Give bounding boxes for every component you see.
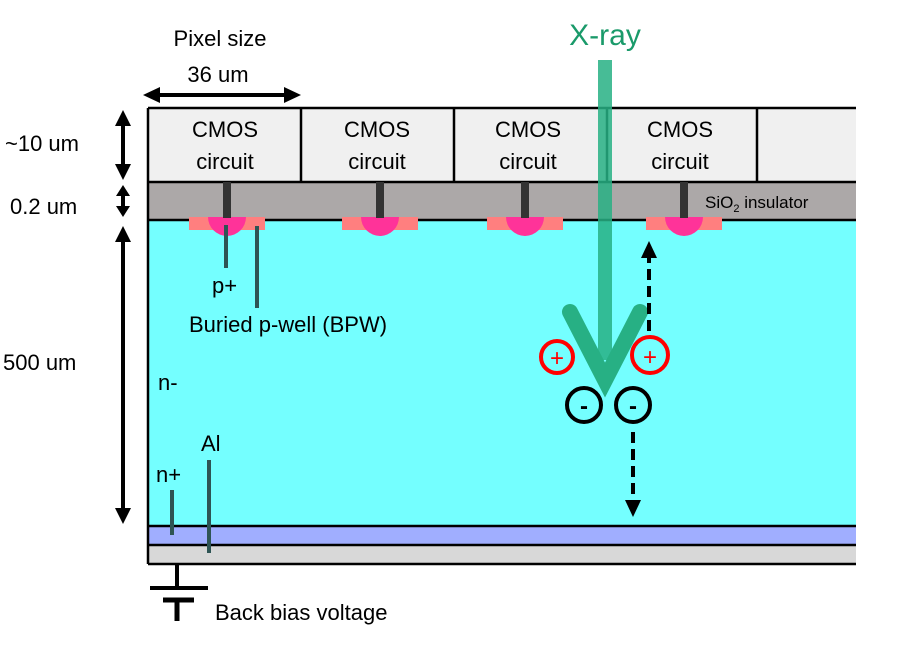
insulator-thickness-arrow xyxy=(116,185,130,217)
insulator-layer xyxy=(148,182,856,220)
cmos-label: CMOS xyxy=(344,117,410,142)
p-plus-implant xyxy=(665,217,703,236)
al-layer xyxy=(148,545,856,564)
pixel-well xyxy=(646,182,722,236)
cmos-cell-3: CMOS circuit xyxy=(647,117,713,174)
pixel-well xyxy=(342,182,418,236)
xray-arrowhead xyxy=(562,304,648,398)
xray-shaft xyxy=(598,60,612,360)
cmos-label: CMOS xyxy=(647,117,713,142)
metal-contact xyxy=(680,182,688,218)
p-plus-implant xyxy=(361,217,399,236)
svg-text:+: + xyxy=(643,344,657,371)
insulator-label: SiO2 insulator xyxy=(705,193,809,215)
cmos-label: CMOS xyxy=(495,117,561,142)
cmos-cell-1: CMOS circuit xyxy=(344,117,410,174)
cmos-label: circuit xyxy=(196,149,253,174)
hole-charge: + xyxy=(630,335,670,375)
hole-drift-arrow xyxy=(641,241,657,331)
cmos-layer xyxy=(148,108,856,182)
hole-charge: + xyxy=(539,339,575,375)
electron-drift-arrow xyxy=(625,432,641,517)
p-plus-label: p+ xyxy=(212,273,237,298)
cmos-label: CMOS xyxy=(192,117,258,142)
pixel-size-arrow xyxy=(143,87,301,103)
substrate-thickness-label: 500 um xyxy=(3,350,76,375)
cmos-thickness-arrow xyxy=(115,110,131,180)
substrate-layer xyxy=(148,220,856,526)
xray-beam xyxy=(562,60,648,398)
metal-contact xyxy=(223,182,231,218)
cmos-label: circuit xyxy=(651,149,708,174)
svg-text:-: - xyxy=(629,393,637,420)
pixel-size-label: Pixel size xyxy=(174,26,267,51)
electron-charge: - xyxy=(565,386,603,424)
substrate-thickness-arrow xyxy=(115,226,131,524)
pixel-well xyxy=(487,182,563,236)
insulator-thickness-label: 0.2 um xyxy=(10,194,77,219)
cmos-cell-0: CMOS circuit xyxy=(192,117,258,174)
battery-icon xyxy=(150,564,208,621)
n-plus-layer xyxy=(148,526,856,545)
cmos-label: circuit xyxy=(348,149,405,174)
metal-contact xyxy=(376,182,384,218)
cmos-cell-2: CMOS circuit xyxy=(495,117,561,174)
back-bias-label: Back bias voltage xyxy=(215,600,387,625)
n-plus-label: n+ xyxy=(156,462,181,487)
svg-text:-: - xyxy=(580,393,588,420)
xray-label: X-ray xyxy=(569,19,641,52)
cmos-thickness-label: ~10 um xyxy=(5,131,79,156)
pixel-size-value: 36 um xyxy=(187,62,248,87)
metal-contact xyxy=(521,182,529,218)
electron-charge: - xyxy=(614,386,652,424)
bpw-label: Buried p-well (BPW) xyxy=(189,312,387,337)
cmos-label: circuit xyxy=(499,149,556,174)
svg-text:+: + xyxy=(550,345,564,372)
p-plus-implant xyxy=(506,217,544,236)
al-label: Al xyxy=(201,431,221,456)
n-minus-label: n- xyxy=(158,370,178,395)
